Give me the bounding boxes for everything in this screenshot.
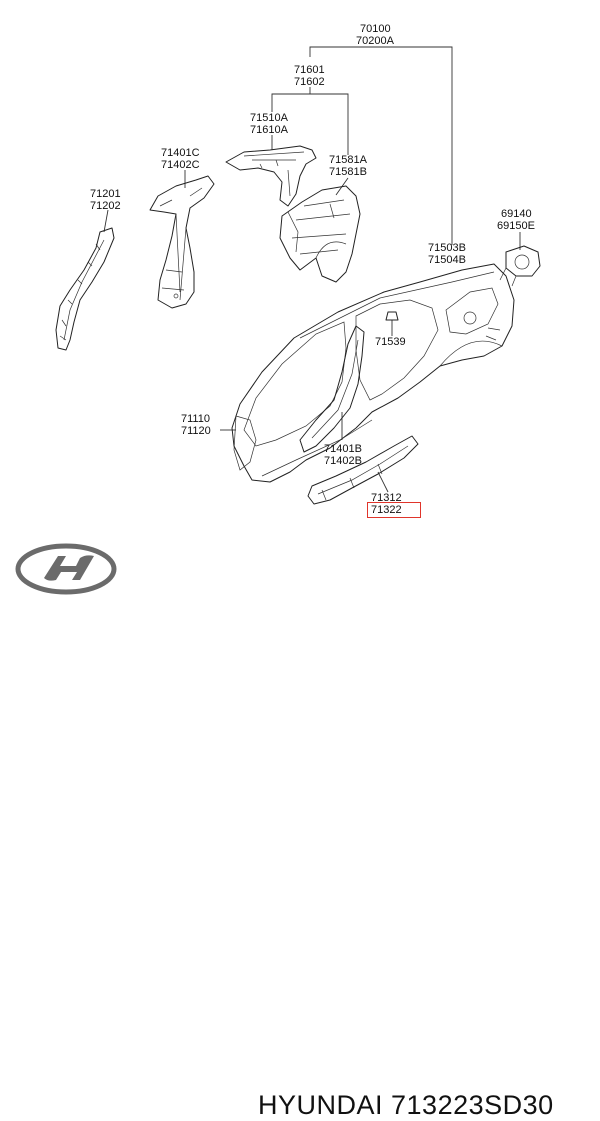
label-71110: 71110 bbox=[181, 413, 210, 425]
leader-71312 bbox=[377, 471, 389, 493]
label-71539: 71539 bbox=[375, 336, 406, 348]
label-71401b: 71401B bbox=[324, 443, 362, 455]
label-71401c: 71401C bbox=[161, 147, 200, 159]
part-71539 bbox=[385, 311, 399, 321]
part-caption: HYUNDAI 713223SD30 bbox=[258, 1090, 554, 1120]
part-71581a bbox=[279, 185, 361, 283]
part-71110 bbox=[233, 415, 257, 471]
hyundai-logo-icon bbox=[15, 543, 117, 595]
leader-71601-b bbox=[271, 93, 310, 112]
part-71201 bbox=[55, 227, 115, 351]
label-71602: 71602 bbox=[294, 76, 325, 88]
label-69150e: 69150E bbox=[497, 220, 535, 232]
footer: HYUNDAI 713223SD30 bbox=[0, 540, 600, 1120]
label-71120: 71120 bbox=[181, 425, 211, 437]
label-71510a: 71510A bbox=[250, 112, 288, 124]
part-70100 bbox=[231, 263, 515, 483]
leader-71201 bbox=[103, 209, 109, 233]
label-71402b: 71402B bbox=[324, 455, 362, 467]
label-71312: 71312 bbox=[371, 492, 402, 504]
leader-71601 bbox=[309, 87, 349, 155]
part-71401c bbox=[149, 175, 215, 309]
part-71401b bbox=[299, 325, 365, 453]
label-70100: 70100 bbox=[360, 23, 391, 35]
label-69140: 69140 bbox=[501, 208, 532, 220]
label-70200a: 70200A bbox=[356, 35, 394, 47]
part-71510a bbox=[225, 145, 317, 207]
parts-diagram bbox=[55, 46, 541, 505]
highlight-box-71322 bbox=[367, 502, 421, 518]
label-71601: 71601 bbox=[294, 64, 325, 76]
label-71610a: 71610A bbox=[250, 124, 288, 136]
label-71201: 71201 bbox=[90, 188, 121, 200]
label-71504b: 71504B bbox=[428, 254, 466, 266]
label-71202: 71202 bbox=[90, 200, 121, 212]
part-69140 bbox=[499, 245, 541, 287]
leader-70100 bbox=[309, 46, 453, 245]
label-71402c: 71402C bbox=[161, 159, 200, 171]
label-71503b: 71503B bbox=[428, 242, 466, 254]
label-71581b: 71581B bbox=[329, 166, 367, 178]
label-71322: 71322 bbox=[371, 504, 402, 516]
part-71312 bbox=[307, 435, 419, 505]
label-71581a: 71581A bbox=[329, 154, 367, 166]
